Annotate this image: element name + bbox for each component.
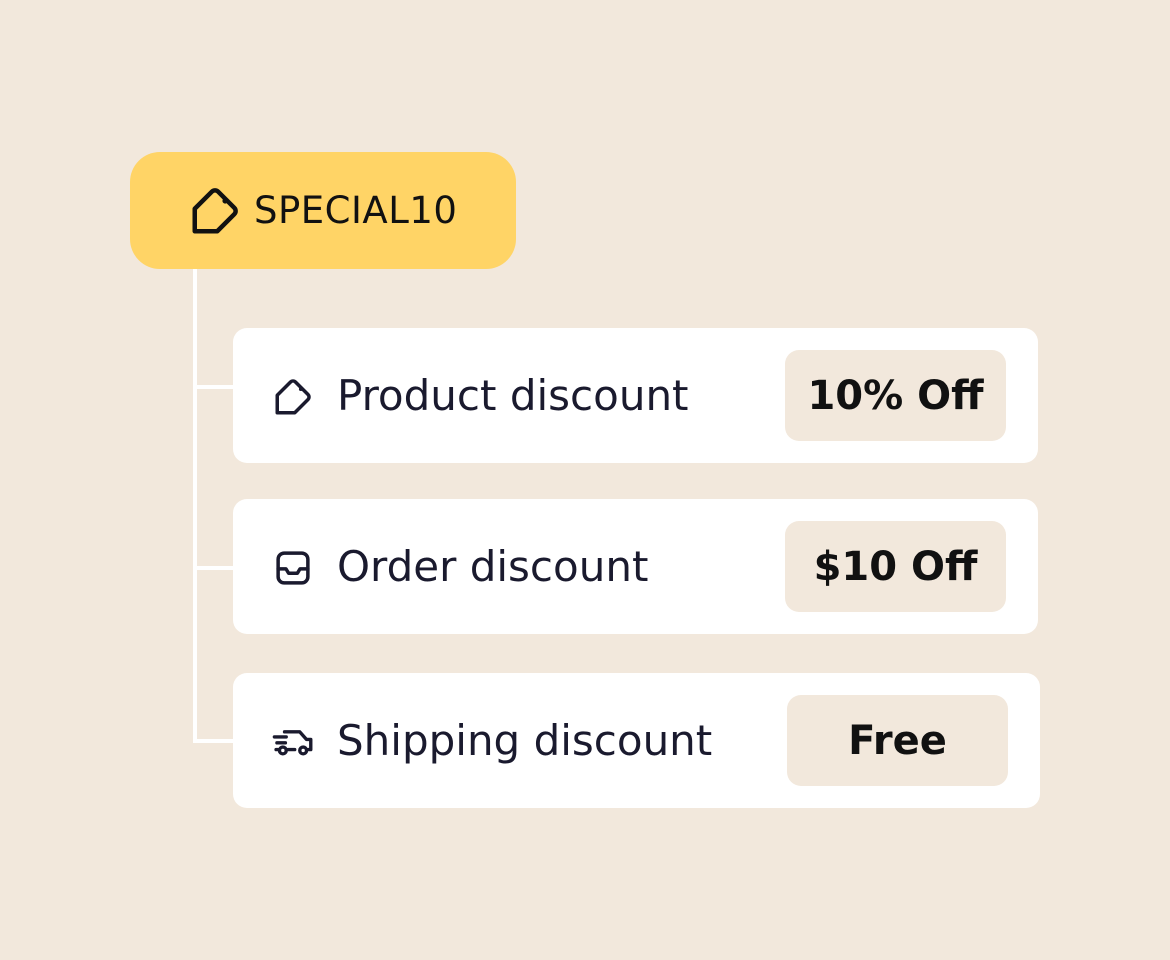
discount-label: Shipping discount [337,716,713,765]
delivery-truck-icon [271,720,315,764]
tag-icon [188,184,242,238]
discount-label: Product discount [337,371,689,420]
tag-icon [271,375,315,419]
discount-value-badge: 10% Off [785,350,1006,441]
discount-value-badge: $10 Off [785,521,1006,612]
inbox-tray-icon [271,546,315,590]
discount-row-shipping[interactable]: Shipping discount Free [233,673,1040,808]
discount-label: Order discount [337,542,649,591]
tree-connector-vertical [193,269,197,743]
tree-connector-branch-order [193,566,235,570]
discount-row-product[interactable]: Product discount 10% Off [233,328,1038,463]
tree-connector-branch-product [193,385,235,389]
discount-value-badge: Free [787,695,1008,786]
promo-code-pill[interactable]: SPECIAL10 [130,152,516,269]
tree-connector-branch-shipping [193,739,235,743]
discount-row-order[interactable]: Order discount $10 Off [233,499,1038,634]
promo-code-label: SPECIAL10 [254,189,458,232]
